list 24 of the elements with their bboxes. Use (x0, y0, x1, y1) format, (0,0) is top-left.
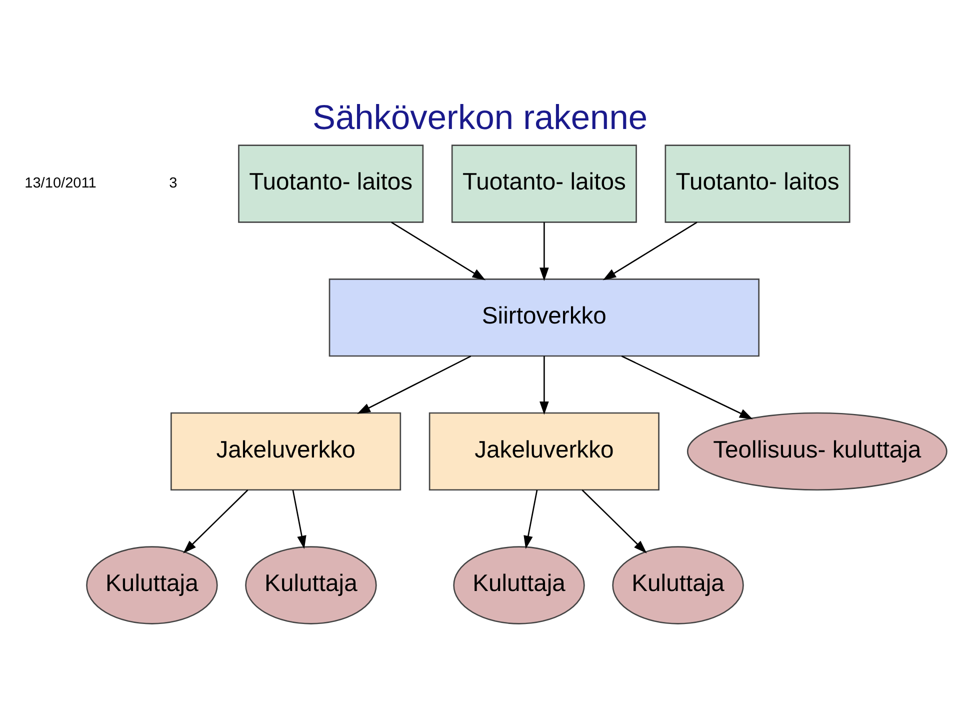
node-ellipse: Kuluttaja (245, 546, 377, 624)
node-ellipse: Teollisuus- kuluttaja (686, 412, 948, 491)
node-ellipse: Kuluttaja (453, 546, 585, 624)
arrow (183, 490, 248, 554)
label: 13/10/2011 (24, 175, 96, 192)
diagram-title: Sähköverkon rakenne (312, 99, 648, 138)
arrow (540, 222, 549, 281)
arrow (357, 356, 472, 414)
node-box: Tuotanto- laitos (664, 144, 850, 223)
arrow (621, 356, 753, 420)
arrow (540, 356, 549, 415)
node-ellipse: Kuluttaja (612, 546, 744, 624)
arrow (391, 222, 486, 280)
arrow (292, 490, 306, 550)
node-box: Jakeluverkko (170, 412, 402, 491)
node-ellipse: Kuluttaja (86, 546, 218, 624)
node-box: Tuotanto- laitos (451, 144, 637, 223)
label: 3 (169, 175, 178, 192)
arrow (582, 490, 647, 554)
arrow (602, 222, 698, 280)
node-box: Siirtoverkko (328, 278, 760, 357)
node-box: Jakeluverkko (428, 412, 660, 491)
node-box: Tuotanto- laitos (238, 144, 424, 223)
arrow (524, 490, 538, 550)
